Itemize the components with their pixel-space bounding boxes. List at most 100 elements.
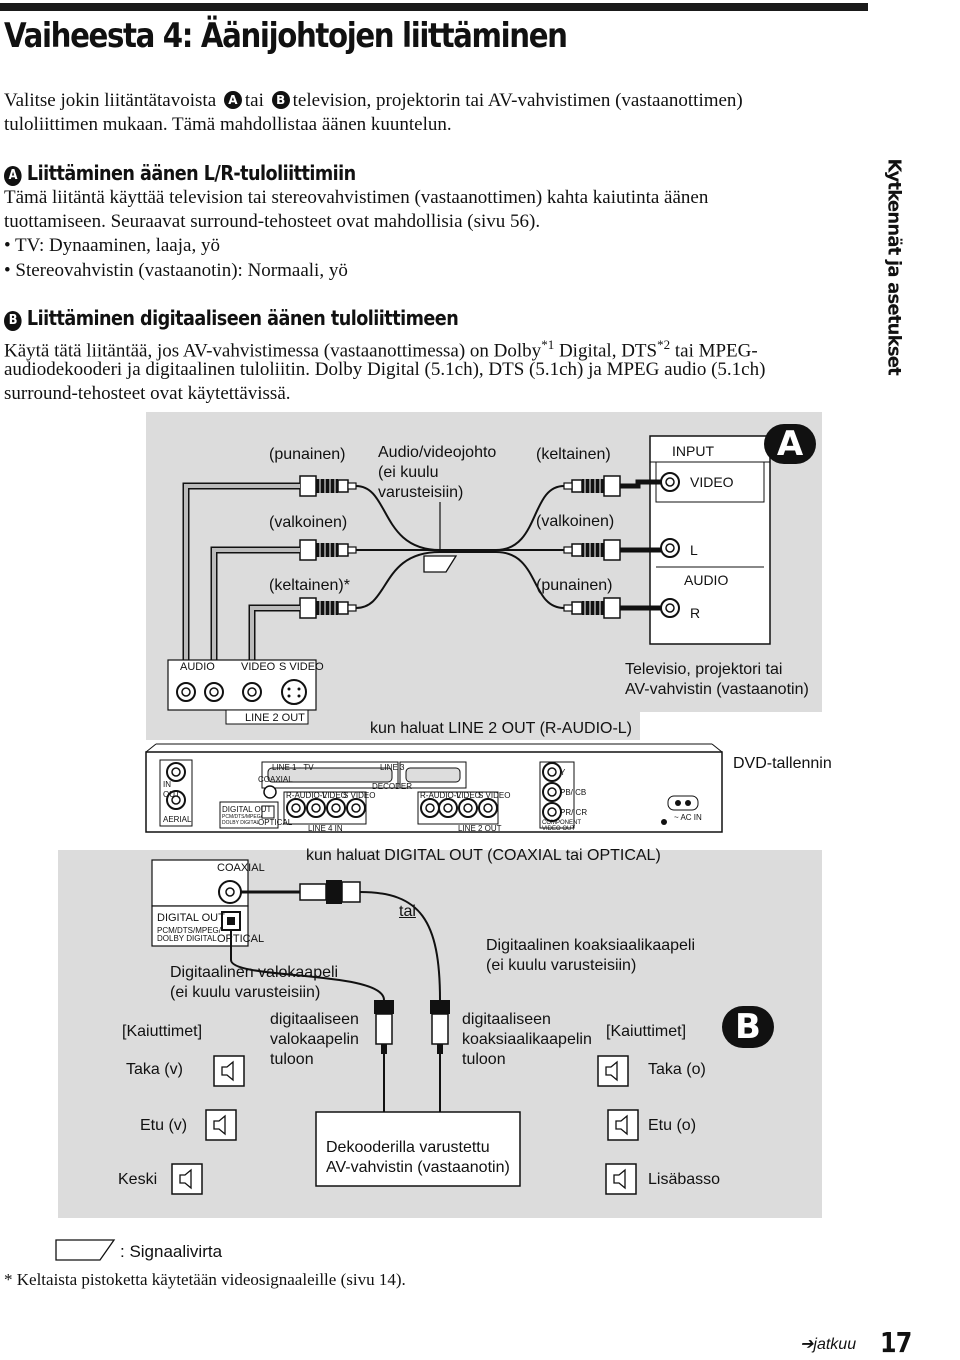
av-amplifier-box bbox=[315, 1111, 521, 1187]
amp-label-line-1: Dekooderilla varustettu bbox=[326, 1139, 490, 1156]
tv-audio-l-jack[interactable] bbox=[660, 538, 680, 558]
rec-pbcb-label: PB/ CB bbox=[560, 788, 587, 797]
speaker-front-right-icon bbox=[607, 1109, 639, 1141]
section-a-marker-icon: A bbox=[4, 166, 22, 186]
rec-video-2-label: VIDEO bbox=[456, 791, 481, 800]
optical-input-line-2: valokaapelin bbox=[270, 1031, 359, 1048]
tv-audio-r-jack[interactable] bbox=[660, 598, 680, 618]
tv-input-l-label: L bbox=[690, 542, 698, 558]
panel-svideo-label: S VIDEO bbox=[279, 661, 324, 673]
section-b-text-a: Käytä tätä liitäntää, jos AV-vahvistimes… bbox=[4, 340, 542, 362]
intro-text-c: television, projektorin tai AV-vahvistim… bbox=[292, 90, 743, 111]
cable-red-right-label: (punainen) bbox=[536, 577, 613, 594]
rec-digital-out-label: DIGITAL OUT bbox=[222, 805, 272, 814]
cable-red-left-label: (punainen) bbox=[269, 446, 346, 463]
rec-acin-label: ~ AC IN bbox=[674, 813, 702, 822]
front-right-label: Etu (o) bbox=[648, 1117, 697, 1134]
section-b-line-3: surround-tehosteet ovat käytettävissä. bbox=[4, 383, 291, 404]
dig-coaxial-label: COAXIAL bbox=[217, 862, 265, 874]
rec-svideo-label: S VIDEO bbox=[343, 791, 376, 800]
signal-flow-icon bbox=[55, 1239, 116, 1261]
cable-white-left-label: (valkoinen) bbox=[269, 514, 348, 531]
cable-yellow-right-label: (keltainen) bbox=[536, 446, 611, 463]
coax-input-line-1: digitaaliseen bbox=[462, 1011, 551, 1028]
cable-title-line-3: varusteisiin) bbox=[378, 484, 464, 501]
footnote: * Keltaista pistoketta käytetään videosi… bbox=[4, 1270, 406, 1289]
speaker-subwoofer-icon bbox=[605, 1163, 637, 1195]
speaker-rear-right-icon bbox=[597, 1055, 629, 1087]
rec-prcr-label: PR/ CR bbox=[560, 808, 588, 817]
optical-cable-line-1: Digitaalinen valokaapeli bbox=[170, 964, 339, 981]
rear-left-label: Taka (v) bbox=[126, 1061, 183, 1078]
page-number: 17 bbox=[880, 1326, 912, 1359]
section-b-text-c: tai MPEG- bbox=[670, 340, 758, 362]
page-title: Vaiheesta 4: Äänijohtojen liittäminen bbox=[4, 16, 568, 56]
tv-video-jack[interactable] bbox=[660, 472, 680, 492]
continue-link[interactable]: ➔jatkuu bbox=[800, 1334, 856, 1354]
marker-a-icon: A bbox=[223, 91, 242, 109]
tv-input-r-label: R bbox=[690, 605, 701, 621]
tv-input-video-label: VIDEO bbox=[690, 474, 734, 490]
rec-raudiol-2-label: R-AUDIO-L bbox=[420, 791, 461, 800]
subwoofer-label: Lisäbasso bbox=[648, 1171, 721, 1188]
rec-svideo-2-label: S VIDEO bbox=[478, 791, 511, 800]
rec-pcm-label: PCM/DTS/MPEG/ DOLBY DIGITAL bbox=[222, 814, 263, 826]
panel-line2out-label: LINE 2 OUT bbox=[245, 712, 305, 724]
section-a-line: Tämä liitäntä käyttää television tai ste… bbox=[4, 187, 709, 208]
coax-cable-line-2: (ei kuulu varusteisiin) bbox=[486, 957, 637, 974]
rec-raudiol-label: R-AUDIO-L bbox=[286, 791, 327, 800]
or-label: tai bbox=[399, 903, 416, 920]
cable-title-line-2: (ei kuulu bbox=[378, 464, 439, 481]
section-b-marker-icon: B bbox=[4, 311, 22, 331]
digital-out-note: kun haluat DIGITAL OUT (COAXIAL tai OPTI… bbox=[306, 847, 661, 864]
rec-component-label: COMPONENT VIDEO OUT bbox=[542, 820, 581, 832]
continue-label: jatkuu bbox=[813, 1336, 857, 1353]
panel-video-label: VIDEO bbox=[241, 661, 276, 673]
cable-title-line-1: Audio/videojohto bbox=[378, 444, 497, 461]
amp-label-line-2: AV-vahvistin (vastaanotin) bbox=[326, 1159, 510, 1176]
continue-arrow-icon: ➔ bbox=[800, 1336, 814, 1353]
dvd-recorder-label: DVD-tallennin bbox=[733, 755, 832, 772]
rec-line1tv-label: LINE 1 - TV bbox=[272, 763, 314, 772]
rec-in-label: IN bbox=[163, 780, 171, 789]
top-rule bbox=[0, 3, 868, 11]
tv-label-line-2: AV-vahvistin (vastaanotin) bbox=[625, 681, 809, 698]
rec-video-label: VIDEO bbox=[322, 791, 347, 800]
center-label: Keski bbox=[118, 1171, 158, 1188]
section-b-text-b: Digital, DTS bbox=[554, 340, 658, 362]
coax-cable-line-1: Digitaalinen koaksiaalikaapeli bbox=[486, 937, 696, 954]
rear-right-label: Taka (o) bbox=[648, 1061, 706, 1078]
dig-pcm-line-2: DOLBY DIGITAL bbox=[157, 934, 217, 943]
front-left-label: Etu (v) bbox=[140, 1117, 188, 1134]
tv-input-audio-label: AUDIO bbox=[684, 572, 729, 588]
section-b-line-2: audiodekooderi ja digitaalinen tuloliiti… bbox=[4, 359, 766, 380]
figure-b-marker: B bbox=[722, 1006, 774, 1048]
rec-aerial-label: AERIAL bbox=[163, 815, 192, 824]
section-b-title: Liittäminen digitaaliseen äänen tuloliit… bbox=[26, 306, 459, 330]
speaker-center-icon bbox=[171, 1163, 203, 1195]
optical-input-line-1: digitaaliseen bbox=[270, 1011, 359, 1028]
line2-note: kun haluat LINE 2 OUT (R-AUDIO-L) bbox=[370, 720, 633, 737]
rec-line2out-label: LINE 2 OUT bbox=[458, 824, 502, 833]
section-b-line-1: Käytä tätä liitäntää, jos AV-vahvistimes… bbox=[4, 333, 758, 363]
cable-white-right-label: (valkoinen) bbox=[536, 513, 615, 530]
rec-line4in-label: LINE 4 IN bbox=[308, 824, 343, 833]
rec-out-label: OUT bbox=[163, 790, 180, 799]
intro-text-b: tai bbox=[244, 90, 264, 111]
panel-audio-label: AUDIO bbox=[180, 661, 215, 673]
speaker-rear-left-icon bbox=[213, 1055, 245, 1087]
rec-line3-label: LINE 3 bbox=[380, 763, 405, 772]
speakers-right-label: [Kaiuttimet] bbox=[606, 1023, 687, 1040]
tv-input-title: INPUT bbox=[672, 443, 714, 459]
signal-flow-legend: : Signaalivirta bbox=[120, 1242, 223, 1261]
coax-input-line-2: koaksiaalikaapelin bbox=[462, 1031, 592, 1048]
figure-a-marker: A bbox=[764, 424, 816, 464]
section-a-line: tuottamiseen. Seuraavat surround-tehoste… bbox=[4, 211, 541, 232]
dig-optical-label: OPTICAL bbox=[217, 933, 265, 945]
rec-coaxial-label: COAXIAL bbox=[258, 775, 293, 784]
dig-pcm-line-1: PCM/DTS/MPEG/ bbox=[157, 926, 222, 935]
